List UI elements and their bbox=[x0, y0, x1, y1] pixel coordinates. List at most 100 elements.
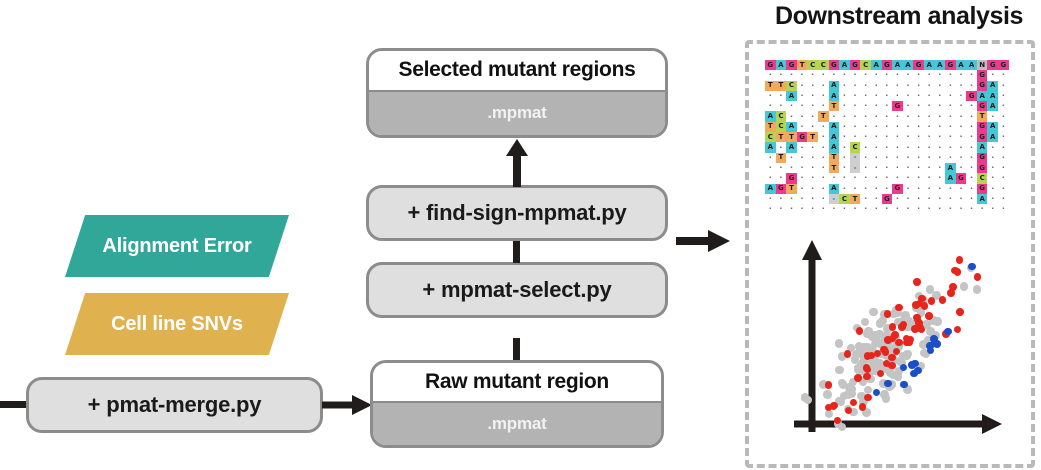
msa-cell-match: · bbox=[874, 91, 878, 101]
msa-reference-N: N bbox=[976, 60, 988, 71]
scatter-points bbox=[780, 232, 1012, 458]
msa-cell-T: T bbox=[775, 152, 787, 163]
msa-reference-G: G bbox=[913, 60, 924, 71]
step-pmat-merge[interactable]: + pmat-merge.py bbox=[26, 377, 323, 433]
file-title: Raw mutant region bbox=[373, 363, 661, 401]
scatter-point-background bbox=[866, 374, 875, 384]
msa-cell-G: G bbox=[976, 162, 988, 174]
msa-cell-match: · bbox=[768, 101, 772, 111]
scatter-point-enriched bbox=[955, 256, 964, 264]
msa-cell-C: C bbox=[775, 121, 787, 133]
msa-cell-match: · bbox=[842, 80, 846, 90]
scatter-point-depleted bbox=[914, 366, 922, 375]
msa-cell-match: · bbox=[938, 163, 942, 173]
msa-cell-match: · bbox=[864, 152, 868, 162]
scatter-point-background bbox=[887, 380, 897, 389]
scatter-point-background bbox=[850, 355, 860, 364]
scatter-point-depleted bbox=[872, 388, 881, 397]
scatter-point-enriched bbox=[824, 381, 833, 389]
msa-cell-match: · bbox=[885, 91, 889, 101]
msa-cell-match: · bbox=[927, 70, 931, 80]
msa-cell-match: · bbox=[821, 183, 825, 193]
scatter-point-background bbox=[926, 327, 935, 336]
scatter-point-enriched bbox=[844, 406, 853, 415]
msa-cell-match: · bbox=[789, 111, 793, 121]
msa-cell-match: · bbox=[811, 183, 815, 193]
msa-cell-match: · bbox=[885, 204, 889, 214]
msa-cell-G: G bbox=[955, 173, 967, 184]
msa-cell-match: · bbox=[853, 111, 857, 121]
msa-cell-match: · bbox=[768, 204, 772, 214]
msa-cell-match: · bbox=[885, 121, 889, 131]
msa-cell-match: · bbox=[906, 80, 910, 90]
msa-cell-match: · bbox=[821, 101, 825, 111]
msa-cell-match: · bbox=[800, 101, 804, 111]
msa-reference-G: G bbox=[786, 60, 797, 71]
scatter-point-depleted bbox=[910, 369, 918, 378]
msa-cell-match: · bbox=[938, 142, 942, 152]
msa-cell-gap: - bbox=[849, 152, 861, 163]
scatter-point-enriched bbox=[888, 323, 897, 331]
msa-cell-match: · bbox=[948, 152, 952, 162]
msa-cell-T: T bbox=[807, 132, 818, 143]
msa-reference-G: G bbox=[945, 60, 956, 71]
msa-cell-match: · bbox=[874, 183, 878, 193]
msa-cell-match: · bbox=[864, 91, 868, 101]
msa-cell-match: · bbox=[853, 183, 857, 193]
msa-cell-match: · bbox=[821, 163, 825, 173]
msa-cell-match: · bbox=[821, 142, 825, 152]
msa-cell-match: · bbox=[959, 111, 963, 121]
msa-cell-match: · bbox=[821, 194, 825, 203]
msa-cell-G: G bbox=[881, 193, 893, 205]
scatter-point-background bbox=[879, 379, 888, 388]
msa-reference-A: A bbox=[902, 60, 914, 71]
msa-reference-A: A bbox=[892, 60, 903, 71]
file-raw-mutant-region[interactable]: Raw mutant region .mpmat bbox=[370, 360, 664, 448]
msa-cell-match: · bbox=[800, 142, 804, 152]
msa-cell-match: · bbox=[874, 163, 878, 173]
msa-cell-G: G bbox=[892, 101, 903, 112]
msa-cell-match: · bbox=[970, 121, 974, 131]
scatter-axes bbox=[794, 240, 1002, 434]
msa-cell-match: · bbox=[970, 132, 974, 142]
msa-cell-match: · bbox=[800, 152, 804, 162]
scatter-point-enriched bbox=[899, 320, 908, 329]
msa-cell-match: · bbox=[864, 173, 868, 183]
msa-cell-match: · bbox=[874, 194, 878, 203]
scatter-point-enriched bbox=[913, 278, 921, 286]
scatter-point-background bbox=[875, 319, 885, 328]
arrow-merge-to-raw bbox=[322, 395, 372, 415]
scatter-point-enriched bbox=[973, 273, 982, 281]
scatter-point-background bbox=[824, 409, 834, 418]
msa-cell-match: · bbox=[991, 111, 995, 121]
msa-cell-match: · bbox=[779, 204, 783, 214]
msa-cell-match: · bbox=[917, 173, 921, 183]
msa-cell-A: A bbox=[786, 142, 797, 153]
scatter-point-depleted bbox=[884, 379, 892, 388]
step-find-sign-mpmat[interactable]: + find-sign-mpmat.py bbox=[366, 185, 668, 241]
msa-cell-match: · bbox=[895, 70, 899, 80]
msa-cell-match: · bbox=[800, 173, 804, 183]
msa-cell-T: T bbox=[817, 111, 829, 122]
msa-cell-match: · bbox=[864, 194, 868, 203]
file-selected-mutant-regions[interactable]: Selected mutant regions .mpmat bbox=[366, 48, 668, 138]
scatter-point-background bbox=[893, 372, 903, 381]
scatter-point-enriched bbox=[953, 325, 962, 334]
msa-cell-G: G bbox=[976, 183, 988, 194]
msa-cell-match: · bbox=[970, 163, 974, 173]
msa-cell-match: · bbox=[832, 173, 836, 183]
scatter-point-background bbox=[886, 343, 896, 353]
msa-cell-match: · bbox=[800, 163, 804, 173]
msa-cell-match: · bbox=[917, 70, 921, 80]
msa-cell-match: · bbox=[821, 204, 825, 214]
msa-cell-A: A bbox=[987, 80, 999, 91]
msa-cell-match: · bbox=[864, 163, 868, 173]
step-label: + find-sign-mpmat.py bbox=[407, 200, 627, 225]
msa-cell-match: · bbox=[800, 194, 804, 203]
msa-cell-G: G bbox=[976, 121, 988, 133]
msa-cell-match: · bbox=[768, 70, 772, 80]
step-mpmat-select[interactable]: + mpmat-select.py bbox=[366, 262, 668, 318]
msa-cell-match: · bbox=[874, 101, 878, 111]
scatter-point-enriched bbox=[915, 299, 924, 308]
